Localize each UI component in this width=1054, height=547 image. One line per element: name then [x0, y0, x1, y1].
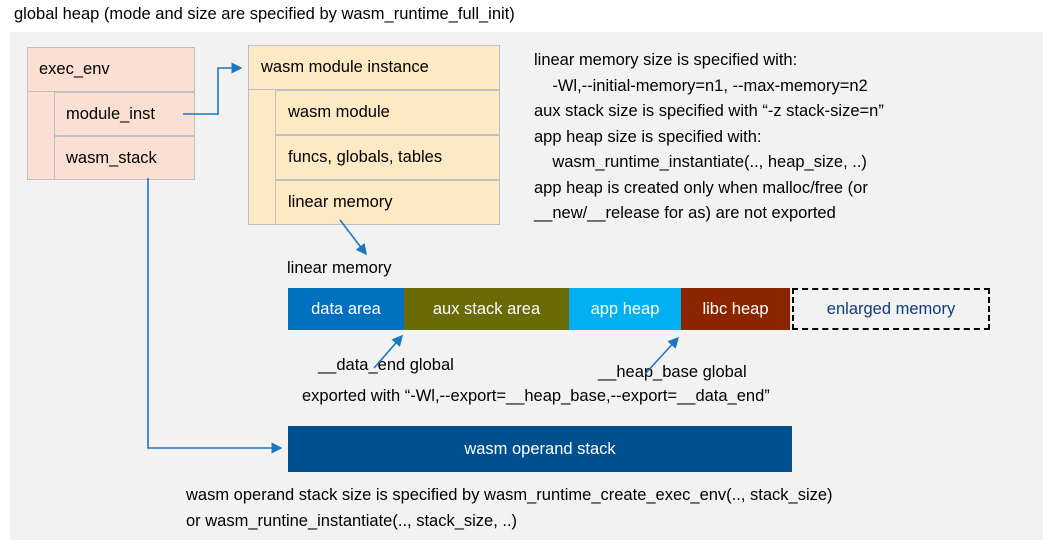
wasm-module-instance-field-wasm-module: wasm module [275, 90, 500, 135]
memory-segment-aux-stack-area: aux stack area [404, 288, 569, 330]
wasm-module-instance-title: wasm module instance [248, 45, 500, 90]
memory-segment-data-area: data area [288, 288, 404, 330]
memory-segment-enlarged-memory: enlarged memory [792, 288, 990, 330]
memory-segment-libc-heap: libc heap [681, 288, 790, 330]
annotation-data-end: __data_end global [318, 356, 454, 374]
wasm-operand-stack-bar: wasm operand stack [288, 426, 792, 472]
exec-env-field-wasm-stack: wasm_stack [54, 136, 195, 180]
annotation-heap-base: __heap_base global [598, 363, 747, 381]
memory-segment-app-heap: app heap [569, 288, 681, 330]
wasm-module-instance-field-linear-memory: linear memory [275, 180, 500, 225]
exec-env-title: exec_env [27, 47, 195, 92]
exec-env-field-module-inst: module_inst [54, 92, 195, 136]
wasm-module-instance-field-funcs-globals-tables: funcs, globals, tables [275, 135, 500, 180]
memory-configuration-notes: linear memory size is specified with: -W… [534, 51, 884, 222]
page-title: global heap (mode and size are specified… [14, 5, 515, 23]
linear-memory-label: linear memory [287, 259, 392, 277]
annotation-exported-symbols: exported with “-Wl,--export=__heap_base,… [302, 387, 770, 405]
operand-stack-caption: wasm operand stack size is specified by … [186, 486, 833, 530]
